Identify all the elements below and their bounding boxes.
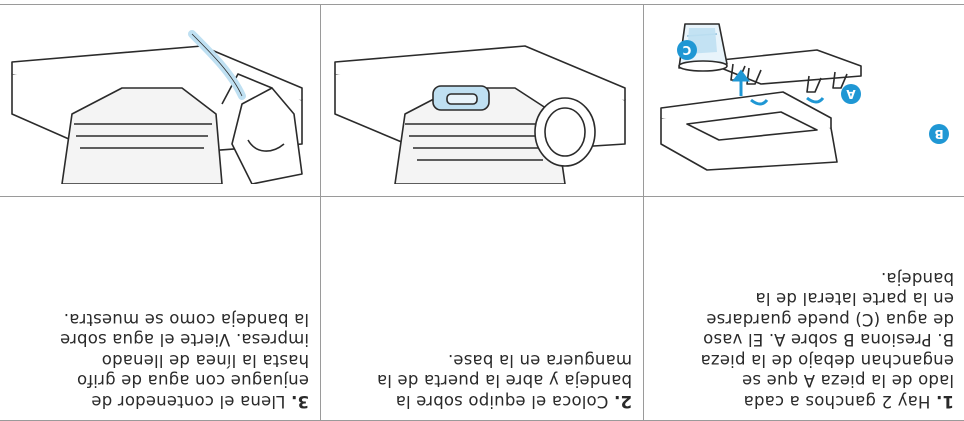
step-1-line-1: Hay 2 ganchos a cada	[743, 392, 930, 411]
step-1-number: 1.	[936, 392, 954, 411]
device-on-tray-drawing	[329, 16, 635, 184]
pouring-water-drawing	[6, 16, 312, 184]
step-3-line-5: la bandeja como se muestra.	[64, 310, 309, 329]
tray-assembly-drawing	[651, 16, 957, 184]
step-1-illustration: A B C	[651, 16, 957, 184]
step-1-line-5: de agua (C) puede guardarse	[706, 310, 954, 329]
step-1-line-6: en la parte lateral de la	[755, 290, 954, 309]
column-divider-1	[643, 4, 644, 421]
step-3-line-2: enjuague con agua de grifo	[77, 372, 309, 391]
step-1-line-2: lado de la pieza A que se	[742, 372, 954, 391]
step-2-number: 2.	[614, 392, 632, 411]
divider-bottom	[0, 4, 964, 5]
step-2-line-1: Coloca el equipo sobre la	[396, 392, 609, 411]
step-3-line-3: hasta la línea de llenado	[102, 351, 309, 370]
step-2-line-3: manguera en la base.	[448, 351, 632, 370]
callout-b: B	[929, 124, 949, 144]
step-2-illustration	[329, 16, 635, 184]
callout-c: C	[677, 40, 697, 60]
step-2-line-2: bandeja y abre la puerta de la	[377, 372, 632, 391]
step-3-line-1: Llena el contenedor de	[91, 392, 285, 411]
step-1-line-7: bandeja.	[881, 269, 954, 288]
step-3-illustration	[6, 16, 312, 184]
callout-a: A	[841, 84, 861, 104]
step-3-line-4: impresa. Vierte el agua sobre	[60, 331, 309, 350]
step-1-text: 1. Hay 2 ganchos a cada lado de la pieza…	[654, 268, 954, 412]
step-3-number: 3.	[291, 392, 309, 411]
step-2-text: 2. Coloca el equipo sobre la bandeja y a…	[332, 350, 632, 412]
step-1-line-3: enganchan debajo de la pieza	[700, 351, 954, 370]
step-3-text: 3. Llena el contenedor de enjuague con a…	[9, 309, 309, 412]
divider-middle	[0, 196, 964, 197]
column-divider-2	[320, 4, 321, 421]
step-1-line-4: B. Presiona B sobre A. El vaso	[703, 331, 954, 350]
